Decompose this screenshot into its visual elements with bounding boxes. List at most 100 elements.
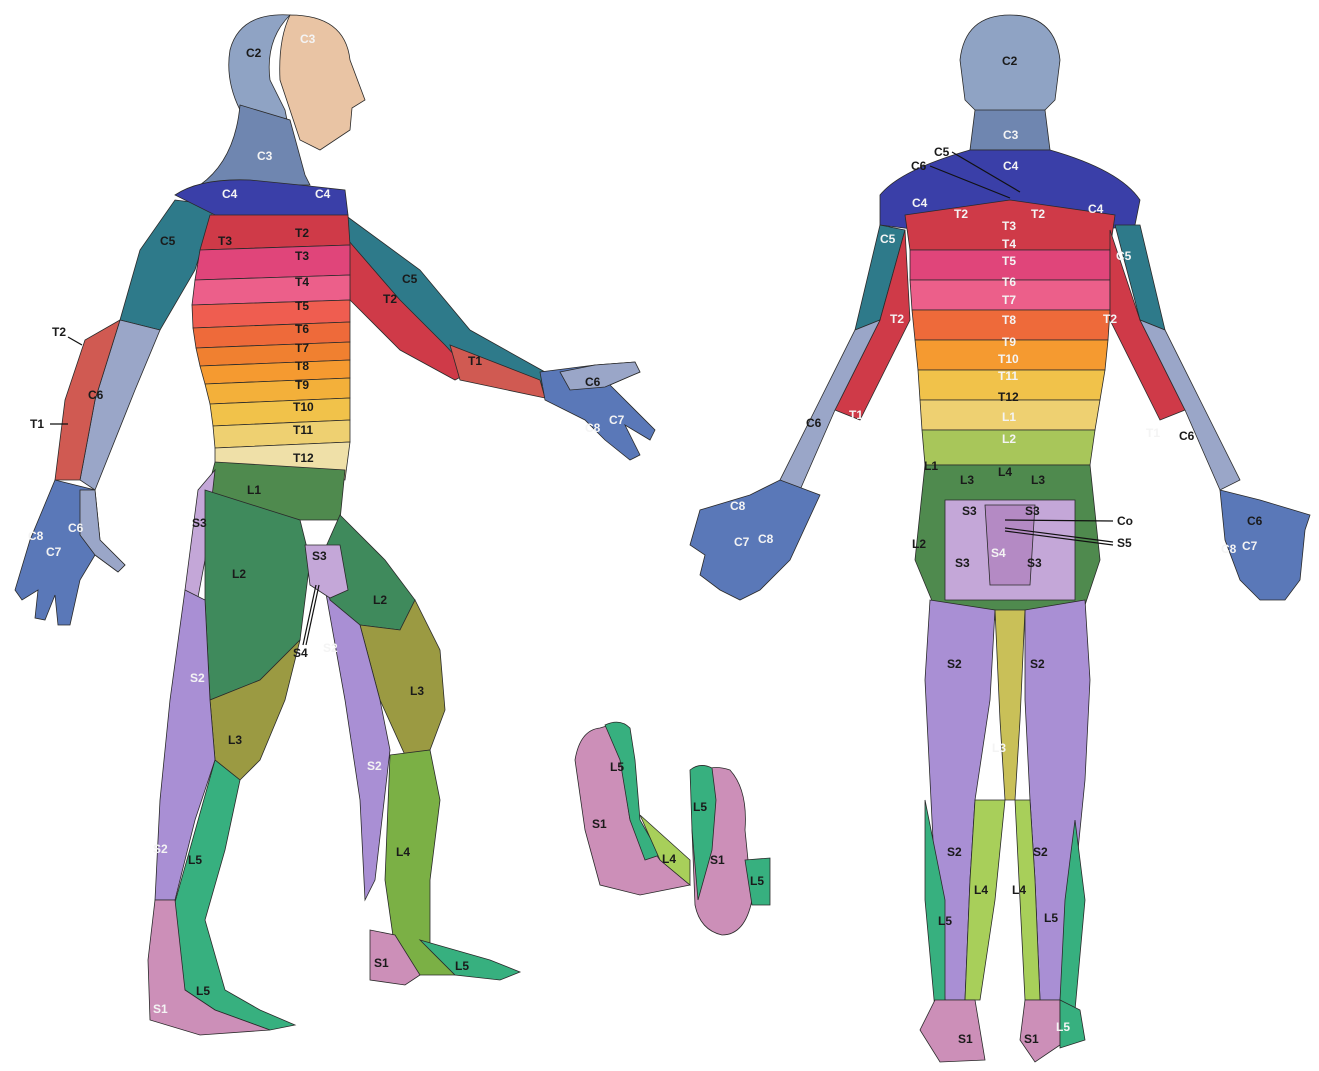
label-back-c5-right: C5: [1116, 249, 1132, 263]
back-heel-left-s1: [920, 1000, 985, 1062]
label-back-t6: T6: [1002, 275, 1016, 289]
label-back-t3: T3: [1002, 219, 1016, 233]
label-back-s3-ll: S3: [955, 556, 970, 570]
label-back-t1-right: T1: [1146, 426, 1160, 440]
label-front-t3-side: T3: [218, 234, 232, 248]
label-back-c2: C2: [1002, 54, 1018, 68]
label-front-t6: T6: [295, 322, 309, 336]
label-front-l5-foot: L5: [196, 984, 210, 998]
label-front-t2-left: T2: [52, 325, 66, 339]
label-back-c6-right: C6: [1179, 429, 1195, 443]
label-back-l4-left: L4: [974, 883, 988, 897]
label-back-c7-left: C7: [734, 535, 750, 549]
front-figure: [15, 15, 655, 1035]
label-front-t8: T8: [295, 359, 309, 373]
label-back-c4-left: C4: [912, 196, 928, 210]
front-l2-left: [205, 490, 310, 700]
label-back-s3-ur: S3: [1025, 504, 1040, 518]
label-front-s3-genital: S3: [312, 549, 327, 563]
label-front-s1-right: S1: [374, 956, 389, 970]
label-back-s1-right: S1: [1024, 1032, 1039, 1046]
label-back-c3: C3: [1003, 128, 1019, 142]
label-foot-l5-ankle: L5: [750, 874, 764, 888]
label-back-t1-left: T1: [849, 408, 863, 422]
label-front-l3-right: L3: [410, 684, 424, 698]
label-front-c3-neck: C3: [257, 149, 273, 163]
back-hand-left: [690, 480, 820, 600]
back-leg-center-l3: [995, 610, 1025, 800]
label-front-t10: T10: [293, 400, 314, 414]
label-back-s5: S5: [1117, 536, 1132, 550]
label-front-l5-right-foot: L5: [455, 959, 469, 973]
label-foot-l5-left: L5: [610, 760, 624, 774]
label-back-s1-left: S1: [958, 1032, 973, 1046]
label-front-c6-hand-right: C6: [585, 375, 601, 389]
label-front-t12: T12: [293, 451, 314, 465]
label-foot-l5-right: L5: [693, 800, 707, 814]
label-back-l5-right: L5: [1044, 911, 1058, 925]
label-back-l3-left: L3: [960, 473, 974, 487]
back-heel-right-s1: [1020, 1000, 1060, 1062]
label-back-c5-left: C5: [880, 232, 896, 246]
label-back-t2-a: T2: [954, 207, 968, 221]
label-back-l1-side: L1: [924, 459, 938, 473]
label-back-t12: T12: [998, 390, 1019, 404]
label-front-l4: L4: [396, 845, 410, 859]
label-foot-s1-right: S1: [710, 853, 725, 867]
label-front-s1-heel: S1: [153, 1002, 168, 1016]
label-front-t9: T9: [295, 378, 309, 392]
label-back-c6-hand: C6: [1247, 514, 1263, 528]
label-front-t1-arm: T1: [468, 354, 482, 368]
label-back-c7-right: C7: [1242, 539, 1258, 553]
label-back-t7: T7: [1002, 293, 1016, 307]
label-back-c5-lead: C5: [934, 145, 950, 159]
label-back-l3-right: L3: [1031, 473, 1045, 487]
label-back-s3-lr: S3: [1027, 556, 1042, 570]
label-foot-l4: L4: [662, 852, 676, 866]
label-back-c8-right: C8: [1221, 542, 1237, 556]
label-back-t2-right: T2: [1103, 312, 1117, 326]
front-labels: C2 C3 C3 C4 C4 C5 C5 T2 T3 T3 T4 T5 T6 T…: [28, 32, 625, 1016]
label-back-l2-side: L2: [912, 537, 926, 551]
label-front-c2: C2: [246, 46, 262, 60]
label-back-c6-left: C6: [806, 416, 822, 430]
label-back-c6-lead: C6: [911, 159, 927, 173]
label-back-t10: T10: [998, 352, 1019, 366]
label-front-l2-right: L2: [373, 593, 387, 607]
label-back-l3-center: L3: [992, 741, 1006, 755]
label-front-t7: T7: [295, 341, 309, 355]
label-front-t4: T4: [295, 275, 309, 289]
label-back-t11: T11: [998, 369, 1018, 383]
label-front-c5-left: C5: [160, 234, 176, 248]
label-back-l4-right: L4: [1012, 883, 1026, 897]
label-back-s2-left: S2: [947, 657, 962, 671]
label-back-c8-left: C8: [730, 499, 746, 513]
front-s4-leader-b: [306, 585, 319, 645]
label-front-s4: S4: [293, 646, 308, 660]
label-back-l5-foot: L5: [1056, 1020, 1070, 1034]
label-back-t4: T4: [1002, 237, 1016, 251]
label-back-l1: L1: [1002, 410, 1016, 424]
label-front-s2-leg: S2: [153, 842, 168, 856]
label-back-c8-left-b: C8: [758, 532, 774, 546]
label-back-co: Co: [1117, 514, 1133, 528]
label-front-s2-inner: S2: [323, 641, 338, 655]
label-back-t8: T8: [1002, 313, 1016, 327]
label-front-t3: T3: [295, 249, 309, 263]
label-back-l4-top: L4: [998, 465, 1012, 479]
label-front-t1-left: T1: [30, 417, 44, 431]
back-figure: [690, 15, 1310, 1062]
label-front-s3-hip: S3: [192, 516, 207, 530]
label-front-c6-forearm: C6: [88, 388, 104, 402]
label-front-s2-thigh: S2: [190, 671, 205, 685]
label-back-t5: T5: [1002, 254, 1016, 268]
label-foot-s1-left: S1: [592, 817, 607, 831]
label-back-c4-right: C4: [1088, 202, 1104, 216]
label-front-c7-left: C7: [46, 545, 62, 559]
label-front-l1: L1: [247, 483, 261, 497]
label-front-t5: T5: [295, 299, 309, 313]
label-front-t2-arm: T2: [383, 292, 397, 306]
label-front-c8-left: C8: [28, 529, 44, 543]
